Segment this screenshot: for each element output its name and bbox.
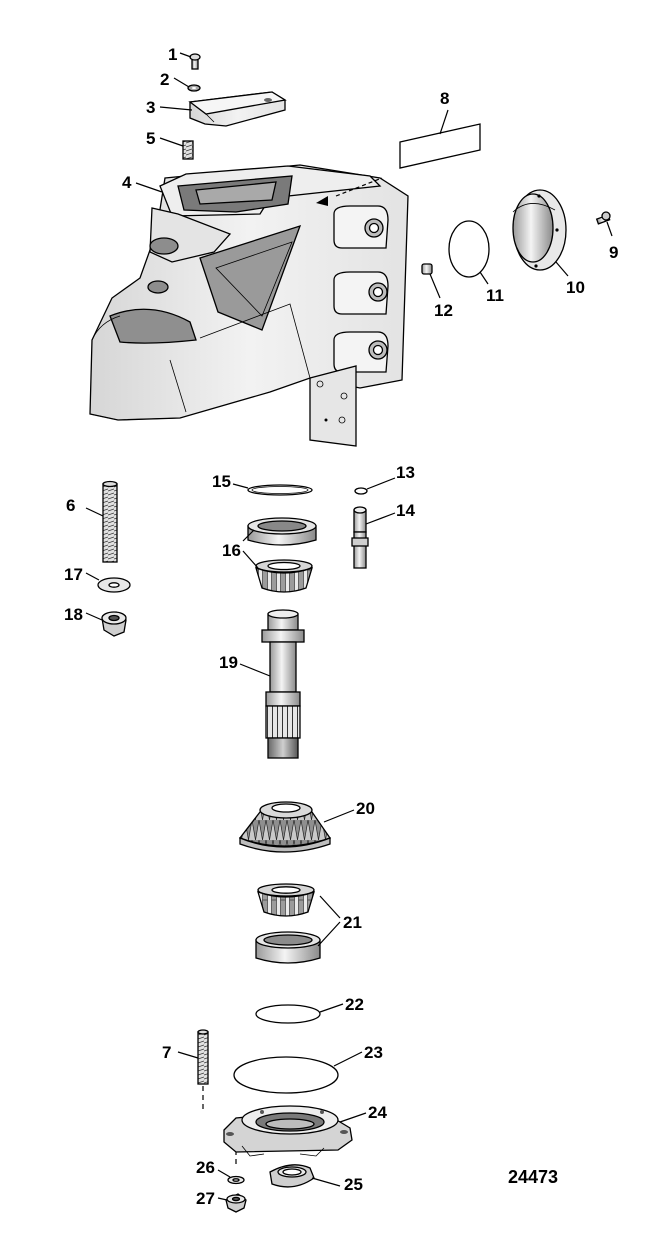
callout-25: 25 <box>344 1175 363 1194</box>
callout-3: 3 <box>146 98 155 117</box>
callout-22: 22 <box>345 995 364 1014</box>
cover-plate-3 <box>188 91 287 127</box>
o-ring-11 <box>448 220 490 278</box>
callout-26: 26 <box>196 1158 215 1177</box>
pin-14 <box>351 506 369 569</box>
washer-17 <box>97 577 131 593</box>
callout-9: 9 <box>609 243 618 262</box>
screw-9 <box>595 211 611 225</box>
callout-6: 6 <box>66 496 75 515</box>
decal-8 <box>399 123 481 169</box>
cover-10 <box>512 189 567 271</box>
callout-19: 19 <box>219 653 238 672</box>
bearing-cup-16 <box>247 517 317 546</box>
nut-25 <box>269 1164 315 1188</box>
bearing-cone-21 <box>257 883 315 917</box>
stud-6 <box>102 480 118 563</box>
callout-5: 5 <box>146 129 155 148</box>
callout-23: 23 <box>364 1043 383 1062</box>
callout-7: 7 <box>162 1043 171 1062</box>
shim-15 <box>247 484 313 496</box>
gear-housing-4 <box>89 164 409 447</box>
callout-4: 4 <box>122 173 132 192</box>
callout-27: 27 <box>196 1189 215 1208</box>
figure-number: 24473 <box>508 1167 558 1187</box>
bearing-cone-16 <box>255 559 313 593</box>
pinion-shaft-19 <box>261 609 305 759</box>
nut-27 <box>225 1193 247 1213</box>
callout-24: 24 <box>368 1103 387 1122</box>
shim-22 <box>255 1004 321 1024</box>
callout-1: 1 <box>168 45 177 64</box>
callout-2: 2 <box>160 70 169 89</box>
callout-17: 17 <box>64 565 83 584</box>
callout-14: 14 <box>396 501 415 520</box>
plug-12 <box>421 263 433 275</box>
callout-20: 20 <box>356 799 375 818</box>
nut-18 <box>101 611 127 637</box>
callout-11: 11 <box>486 286 504 305</box>
stud-5 <box>182 140 194 160</box>
callout-12: 12 <box>434 301 453 320</box>
callout-13: 13 <box>396 463 415 482</box>
callout-16: 16 <box>222 541 241 560</box>
callout-21: 21 <box>343 913 362 932</box>
callout-15: 15 <box>212 472 231 491</box>
screw-1 <box>189 53 201 70</box>
stud-7 <box>197 1029 209 1085</box>
callout-10: 10 <box>566 278 585 297</box>
callout-labels: 1 2 3 5 4 8 9 10 11 12 13 14 15 16 6 17 … <box>64 45 618 1208</box>
bearing-carrier-24 <box>223 1105 353 1157</box>
callout-8: 8 <box>440 89 449 108</box>
bevel-gear-20 <box>238 801 332 853</box>
bearing-cup-21 <box>255 931 321 964</box>
washer-26 <box>227 1175 245 1185</box>
callout-18: 18 <box>64 605 83 624</box>
o-ring-13 <box>354 487 368 495</box>
washer-2 <box>187 84 201 92</box>
o-ring-23 <box>233 1056 339 1094</box>
leader-lines <box>85 52 613 1201</box>
